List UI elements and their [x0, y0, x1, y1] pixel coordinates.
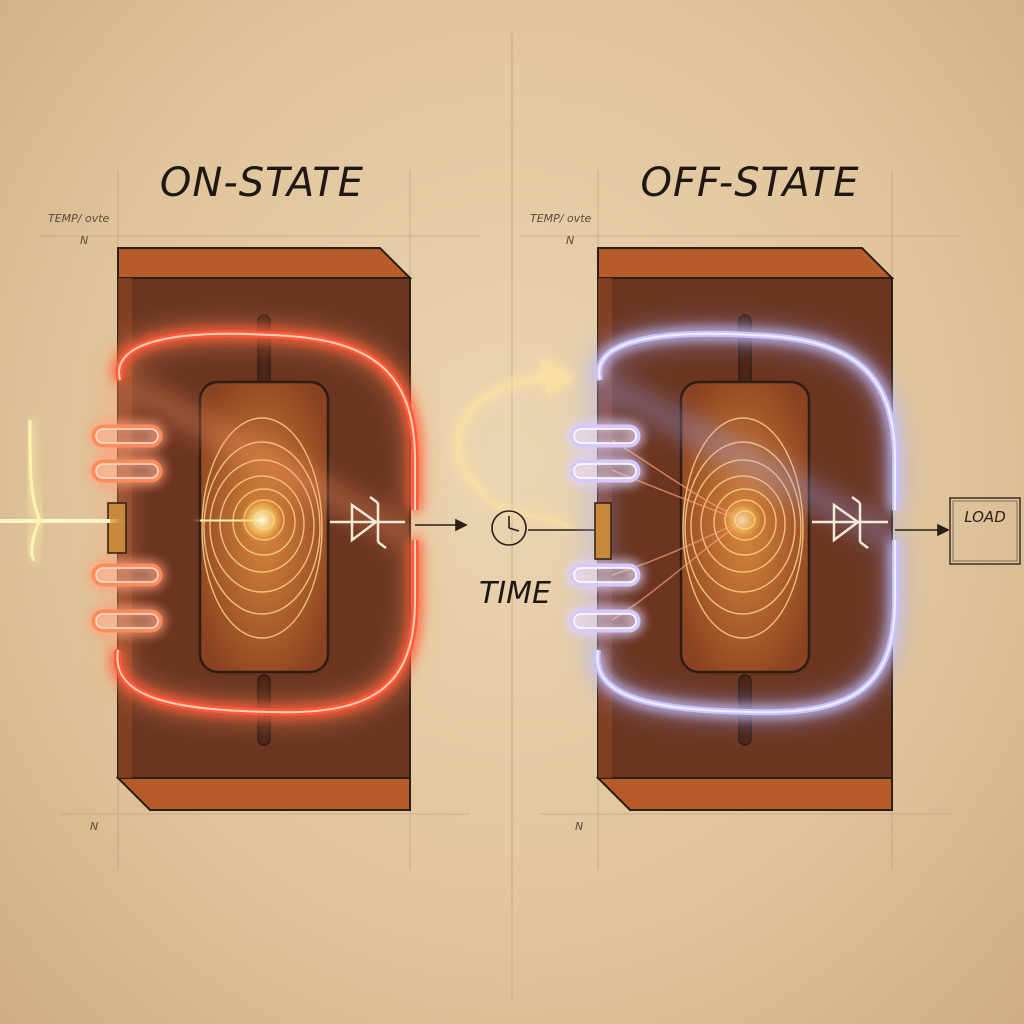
off-leakage-rays [600, 439, 762, 621]
off-coil-rings [569, 424, 641, 633]
off-state-note-top: TEMP/ ovte [530, 212, 592, 225]
off-state-note-bottom: N [575, 820, 583, 833]
on-input-terminal [107, 502, 127, 554]
time-transition: TIME [454, 358, 595, 611]
off-state-panel: OFF-STATE TEMP/ ovte N N [530, 160, 1021, 833]
on-coil-rings [91, 424, 163, 633]
on-output-arrow [415, 518, 468, 532]
off-diode-icon [812, 496, 888, 549]
on-state-note-unit: N [80, 234, 88, 247]
on-state-panel: ON-STATE TEMP/ ovte N N [0, 160, 468, 833]
off-state-note-unit: N [566, 234, 574, 247]
off-current-loop [584, 320, 908, 726]
on-diode-icon [330, 496, 405, 549]
clock-icon [491, 510, 527, 546]
load-box: LOAD [949, 497, 1021, 565]
on-state-note-bottom: N [90, 820, 98, 833]
off-input-terminal [594, 502, 612, 560]
on-state-note-top: TEMP/ ovte [48, 212, 110, 225]
on-current-loop [104, 320, 428, 726]
time-label: TIME [479, 576, 551, 611]
off-output-arrow [895, 523, 950, 537]
on-state-title: ON-STATE [160, 160, 364, 206]
on-incoming-beam [0, 419, 284, 562]
transition-curve-arrow [454, 374, 546, 493]
load-label: LOAD [964, 508, 1006, 526]
off-state-title: OFF-STATE [640, 160, 859, 206]
